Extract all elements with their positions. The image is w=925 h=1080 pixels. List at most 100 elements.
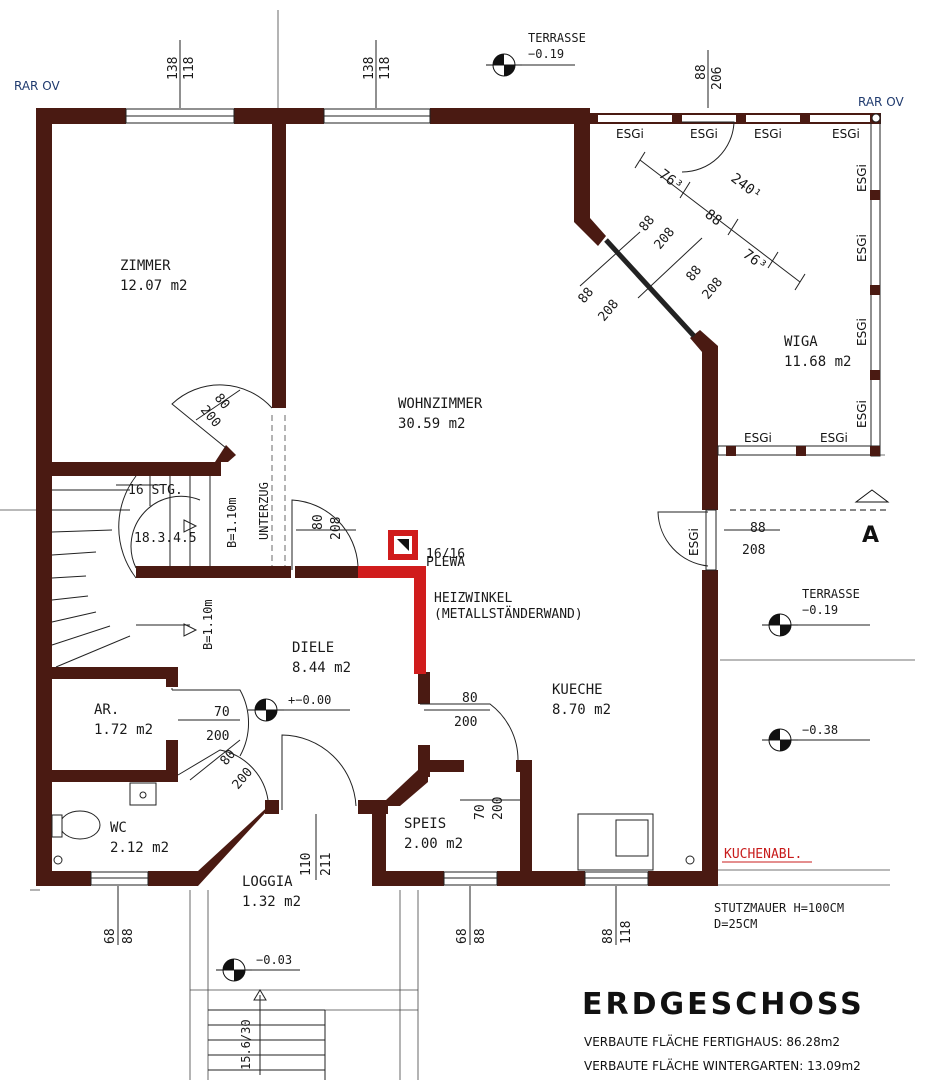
dim-bay-1-b: 208 — [652, 225, 679, 253]
dim-top-window-1-b: 118 — [182, 57, 197, 80]
heating-wall — [358, 566, 426, 674]
stairs-rise: 18.3.4.5 — [134, 531, 197, 546]
heizwinkel-label: HEIZWINKEL — [434, 591, 512, 606]
dim-door-ar-a: 70 — [214, 705, 230, 720]
area-fertighaus: VERBAUTE FLÄCHE FERTIGHAUS: 86.28m2 — [584, 1034, 840, 1049]
level-markers — [216, 53, 870, 982]
plewa-chimney — [388, 530, 418, 560]
right-lower-level: −0.38 — [802, 723, 838, 737]
esg-label: ESGi — [832, 127, 860, 141]
dim-bay-3-a: 88 — [576, 285, 598, 307]
dim-bay-1-a: 88 — [637, 213, 659, 235]
esg-label: ESGi — [855, 400, 869, 428]
rar-ov-right-label: RAR OV — [858, 95, 904, 109]
room-wc-area: 2.12 m2 — [110, 840, 169, 856]
dim-door-loggia-b: 211 — [319, 853, 334, 876]
outdoor-stairs — [208, 989, 326, 1080]
dim-door-east-b: 208 — [742, 543, 765, 558]
esg-label: ESGi — [855, 164, 869, 192]
dim-top-window-2-b: 118 — [378, 57, 393, 80]
section-a-label: A — [862, 523, 879, 548]
terrace-top-level: −0.19 — [528, 47, 564, 61]
section-a-marker — [730, 489, 890, 511]
dim-door-east-a: 88 — [750, 521, 766, 536]
room-kueche-area: 8.70 m2 — [552, 702, 611, 718]
esg-label: ESGi — [687, 528, 701, 556]
room-wc-name: WC — [110, 820, 127, 836]
area-wintergarten: VERBAUTE FLÄCHE WINTERGARTEN: 13.09m2 — [584, 1058, 861, 1073]
room-ar-name: AR. — [94, 702, 119, 718]
room-diele-name: DIELE — [292, 640, 334, 656]
metallwand-label: (METALLSTÄNDERWAND) — [434, 606, 583, 622]
door-swings — [171, 121, 735, 810]
room-wiga-area: 11.68 m2 — [784, 354, 851, 370]
esg-label: ESGi — [744, 431, 772, 445]
esg-label: ESGi — [820, 431, 848, 445]
sanitary — [51, 782, 695, 871]
room-wiga-name: WIGA — [784, 334, 818, 350]
room-wohnzimmer-area: 30.59 m2 — [398, 416, 465, 432]
dim-diag-1: 76³ — [656, 166, 686, 194]
terrace-right-label: TERRASSE — [802, 587, 860, 601]
dimension-lines — [116, 40, 806, 945]
room-loggia-area: 1.32 m2 — [242, 894, 301, 910]
dim-bot-window-3-a: 88 — [601, 928, 616, 944]
esg-label: ESGi — [616, 127, 644, 141]
stutzmauer-line2: D=25CM — [714, 917, 757, 931]
diele-level: +−0.00 — [288, 693, 331, 707]
dim-bot-window-2-a: 68 — [455, 928, 470, 944]
dim-bay-3-b: 208 — [596, 297, 623, 325]
stairs — [51, 475, 211, 668]
terrace-right-level: −0.19 — [802, 603, 838, 617]
dim-bay-2-b: 208 — [700, 275, 727, 303]
dim-door-wohn-a: 80 — [311, 514, 326, 530]
room-loggia-name: LOGGIA — [242, 874, 293, 890]
walls — [36, 108, 718, 886]
dim-bot-window-3-b: 118 — [619, 921, 634, 944]
room-kueche-name: KUECHE — [552, 682, 603, 698]
dim-top-window-3-a: 88 — [694, 64, 709, 80]
annotations: RAR OV RAR OV TERRASSE −0.19 TERRASSE −0… — [14, 31, 904, 1073]
dim-top-window-1-a: 138 — [166, 57, 181, 80]
stairs-width-top: B=1.10m — [225, 497, 239, 548]
winter-garden — [587, 113, 881, 457]
room-diele-area: 8.44 m2 — [292, 660, 351, 676]
room-wohnzimmer-name: WOHNZIMMER — [398, 396, 483, 412]
windows — [90, 108, 717, 886]
dim-diag-2: 240¹ — [728, 170, 765, 203]
dim-bot-window-1-b: 88 — [121, 928, 136, 944]
loggia-level: −0.03 — [256, 953, 292, 967]
outdoor-stairs-size: 15.6/30 — [239, 1019, 253, 1070]
dim-top-window-3-b: 206 — [710, 67, 725, 90]
dim-door-speis-b: 200 — [491, 797, 506, 820]
plewa-size: 16/16 — [426, 547, 465, 562]
unterzug-label: UNTERZUG — [257, 482, 271, 540]
room-zimmer-area: 12.07 m2 — [120, 278, 187, 294]
dim-door-ar-b: 200 — [206, 729, 229, 744]
dim-door-kueche-b: 200 — [454, 715, 477, 730]
dim-bot-window-1-a: 68 — [103, 928, 118, 944]
plan-title: ERDGESCHOSS — [582, 987, 865, 1022]
esg-label: ESGi — [690, 127, 718, 141]
dim-door-wc-b: 200 — [230, 765, 257, 793]
rar-ov-left-label: RAR OV — [14, 79, 60, 93]
dim-top-window-2-a: 138 — [362, 57, 377, 80]
room-ar-area: 1.72 m2 — [94, 722, 153, 738]
dim-bay-2-a: 88 — [684, 263, 706, 285]
stairs-count: 16 STG. — [128, 483, 183, 498]
dim-diag-4: 76³ — [740, 246, 770, 274]
dim-door-kueche-a: 80 — [462, 691, 478, 706]
esg-label: ESGi — [855, 318, 869, 346]
terrace-top-label: TERRASSE — [528, 31, 586, 45]
stairs-width-bottom: B=1.10m — [201, 599, 215, 650]
kuchenabl-label: KUCHENABL. — [724, 847, 802, 862]
room-speis-area: 2.00 m2 — [404, 836, 463, 852]
dim-door-loggia-a: 110 — [299, 853, 314, 876]
dim-bot-window-2-b: 88 — [473, 928, 488, 944]
room-speis-name: SPEIS — [404, 816, 446, 832]
dim-door-speis-a: 70 — [473, 804, 488, 820]
dim-door-wohn-b: 208 — [329, 517, 344, 540]
plewa-label: PLEWA — [426, 555, 465, 570]
room-zimmer-name: ZIMMER — [120, 258, 171, 274]
